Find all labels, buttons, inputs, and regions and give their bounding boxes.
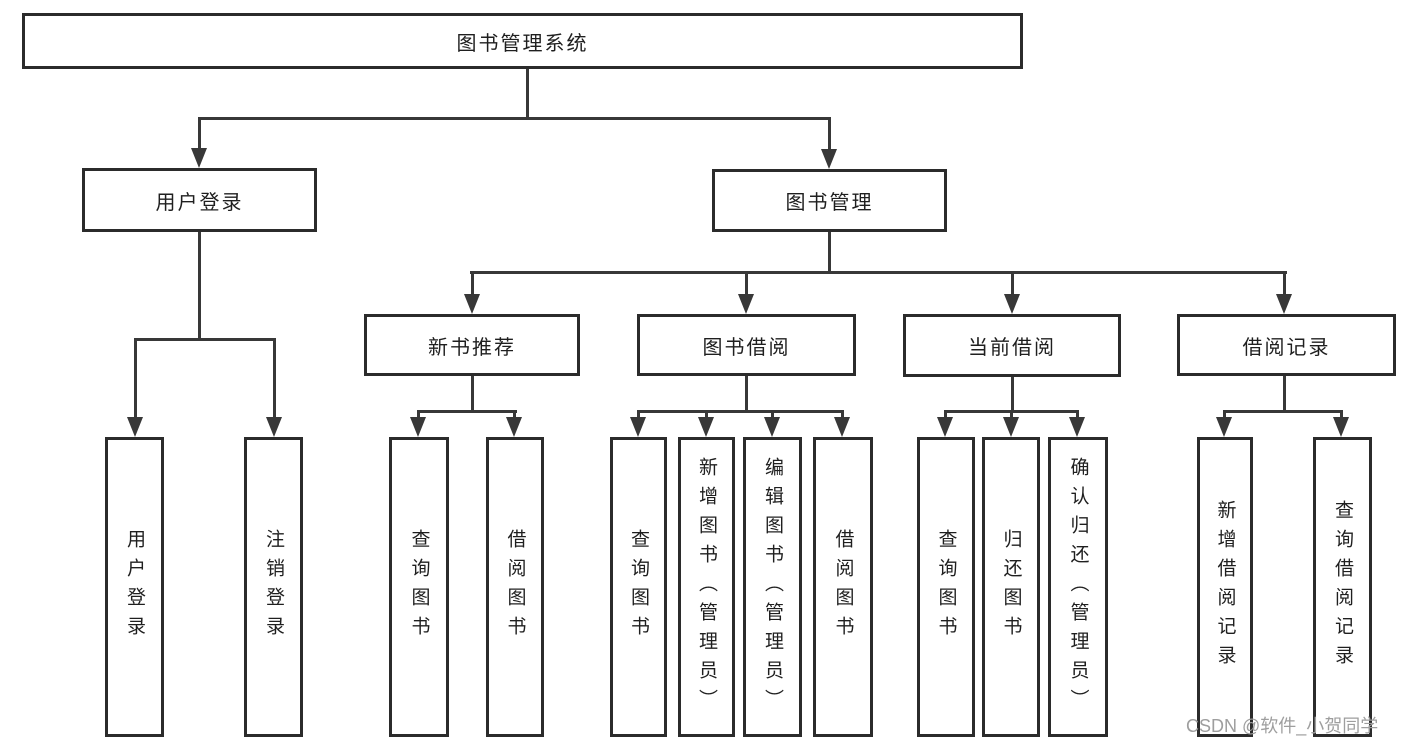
connector-newbook-stem (471, 376, 474, 410)
node-leaf-borrow-books: 借阅图书 (813, 437, 873, 737)
csdn-watermark: CSDN @软件_小贺同学 (1186, 716, 1379, 736)
connector-arrow-stem (134, 338, 137, 417)
leaf-label: 编辑图书（管理员） (762, 456, 783, 718)
leaf-label: 归还图书 (1000, 529, 1022, 645)
connector-arrow-stem (198, 117, 201, 149)
connector-arrow-stem (1010, 410, 1013, 417)
leaf-label: 查询图书 (408, 529, 430, 645)
connector-user-login-rail (134, 338, 275, 341)
leaf-label: 用户登录 (124, 529, 145, 645)
connector-arrow-stem (417, 410, 420, 417)
arrowhead-icon (191, 148, 207, 168)
connector-arrow-stem (1076, 410, 1079, 417)
connector-records-rail (1223, 410, 1343, 413)
node-library-system-label: 图书管理系统 (456, 32, 589, 55)
connector-arrow-stem (1340, 410, 1343, 417)
leaf-label: 查询图书 (935, 529, 957, 645)
node-leaf-edit-books-admin: 编辑图书（管理员） (743, 437, 802, 737)
node-book-management-label: 图书管理 (785, 192, 874, 214)
arrowhead-icon (1069, 417, 1085, 437)
arrowhead-icon (738, 294, 754, 314)
connector-borrowing-rail (637, 410, 844, 413)
arrowhead-icon (1003, 417, 1019, 437)
arrowhead-icon (937, 417, 953, 437)
connector-records-stem (1283, 376, 1286, 410)
connector-user-login-stem (198, 232, 201, 338)
node-new-book-recommendation: 新书推荐 (364, 314, 580, 376)
connector-root-stem (526, 69, 529, 117)
leaf-label: 新增图书（管理员） (696, 456, 717, 718)
node-leaf-return-books: 归还图书 (982, 437, 1040, 737)
connector-current-stem (1011, 377, 1014, 410)
arrowhead-icon (1333, 417, 1349, 437)
leaf-label: 注销登录 (263, 529, 284, 645)
node-new-book-recommendation-label: 新书推荐 (428, 336, 516, 359)
connector-arrow-stem (745, 271, 748, 294)
node-book-management: 图书管理 (712, 169, 947, 232)
arrowhead-icon (506, 417, 522, 437)
node-leaf-add-books-admin: 新增图书（管理员） (678, 437, 735, 737)
connector-borrowing-stem (745, 376, 748, 410)
connector-arrow-stem (705, 410, 708, 417)
connector-arrow-stem (828, 117, 831, 150)
leaf-label: 借阅图书 (504, 529, 526, 645)
connector-arrow-stem (944, 410, 947, 417)
arrowhead-icon (1276, 294, 1292, 314)
connector-arrow-stem (771, 410, 774, 417)
arrowhead-icon (1004, 294, 1020, 314)
connector-newbook-rail (417, 410, 517, 413)
arrowhead-icon (630, 417, 646, 437)
node-leaf-query-books-current: 查询图书 (917, 437, 975, 737)
node-current-borrowing: 当前借阅 (903, 314, 1121, 377)
node-leaf-user-login: 用户登录 (105, 437, 164, 737)
connector-arrow-stem (1011, 271, 1014, 294)
node-leaf-confirm-return-admin: 确认归还（管理员） (1048, 437, 1108, 737)
connector-book-mgmt-stem (828, 232, 831, 271)
arrowhead-icon (821, 149, 837, 169)
connector-arrow-stem (513, 410, 516, 417)
connector-arrow-stem (841, 410, 844, 417)
connector-arrow-stem (1223, 410, 1226, 417)
arrowhead-icon (698, 417, 714, 437)
leaf-label: 借阅图书 (832, 529, 854, 645)
arrowhead-icon (834, 417, 850, 437)
node-book-borrowing: 图书借阅 (637, 314, 856, 376)
leaf-label: 新增借阅记录 (1214, 500, 1236, 674)
connector-arrow-stem (1283, 271, 1286, 294)
connector-level3-rail (470, 271, 1287, 274)
connector-arrow-stem (637, 410, 640, 417)
node-leaf-query-books-borrowing: 查询图书 (610, 437, 667, 737)
node-current-borrowing-label: 当前借阅 (968, 337, 1056, 359)
arrowhead-icon (410, 417, 426, 437)
node-leaf-borrow-books-recommend: 借阅图书 (486, 437, 544, 737)
node-borrowing-records-label: 借阅记录 (1242, 336, 1331, 359)
arrowhead-icon (266, 417, 282, 437)
connector-level2-rail (198, 117, 831, 120)
node-borrowing-records: 借阅记录 (1177, 314, 1396, 376)
node-user-login-label: 用户登录 (155, 191, 244, 214)
node-leaf-query-borrow-record: 查询借阅记录 (1313, 437, 1372, 737)
node-user-login: 用户登录 (82, 168, 317, 232)
connector-arrow-stem (471, 271, 474, 294)
node-library-system: 图书管理系统 (22, 13, 1023, 69)
node-book-borrowing-label: 图书借阅 (702, 336, 791, 359)
arrowhead-icon (1216, 417, 1232, 437)
node-leaf-add-borrow-record: 新增借阅记录 (1197, 437, 1253, 737)
node-leaf-query-books-recommend: 查询图书 (389, 437, 449, 737)
arrowhead-icon (464, 294, 480, 314)
leaf-label: 查询图书 (628, 529, 649, 645)
arrowhead-icon (127, 417, 143, 437)
arrowhead-icon (764, 417, 780, 437)
leaf-label: 确认归还（管理员） (1067, 456, 1089, 718)
node-leaf-logout: 注销登录 (244, 437, 303, 737)
connector-arrow-stem (273, 338, 276, 417)
leaf-label: 查询借阅记录 (1332, 500, 1353, 674)
